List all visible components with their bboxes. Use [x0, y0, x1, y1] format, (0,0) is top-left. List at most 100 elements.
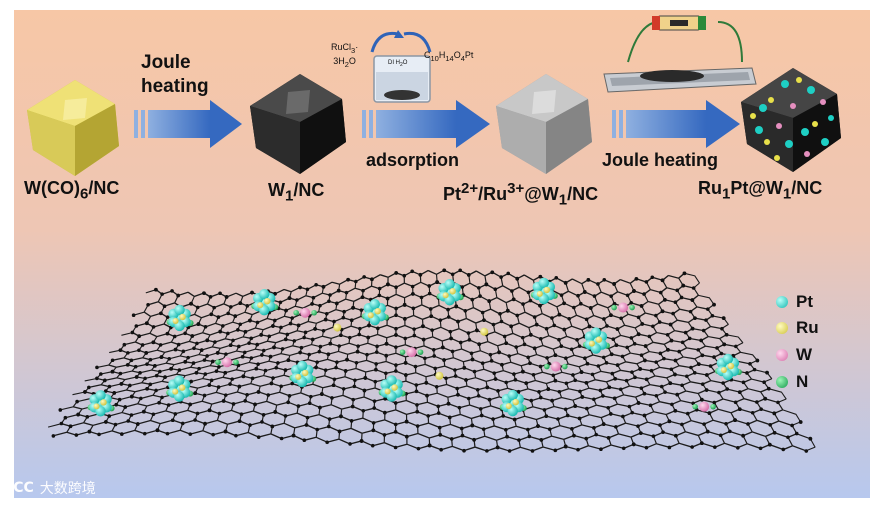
- carbon-atom: [210, 359, 215, 364]
- carbon-atom: [675, 392, 679, 397]
- carbon-atom: [323, 317, 328, 322]
- carbon-atom: [107, 384, 112, 389]
- carbon-atom: [159, 355, 164, 359]
- carbon-atom: [499, 319, 504, 324]
- carbon-atom: [99, 372, 103, 376]
- carbon-atom: [638, 367, 642, 371]
- carbon-atom: [759, 407, 763, 411]
- carbon-atom: [660, 309, 665, 313]
- carbon-atom: [375, 344, 379, 349]
- carbon-atom: [372, 406, 377, 410]
- carbon-atom: [114, 402, 119, 407]
- ru-atom: [720, 366, 727, 373]
- carbon-atom: [470, 357, 475, 362]
- carbon-atom: [393, 430, 398, 434]
- carbon-atom: [538, 336, 543, 341]
- carbon-atom: [271, 376, 275, 380]
- carbon-atom: [273, 409, 278, 414]
- carbon-atom: [129, 413, 134, 417]
- n-atom: [417, 349, 424, 355]
- carbon-atom: [403, 336, 408, 341]
- carbon-atom: [186, 355, 190, 360]
- carbon-atom: [173, 347, 178, 352]
- carbon-atom: [410, 269, 414, 274]
- carbon-atom: [211, 432, 215, 437]
- carbon-atom: [524, 381, 528, 385]
- carbon-atom: [563, 444, 568, 449]
- carbon-atom: [348, 442, 352, 446]
- carbon-atom: [255, 320, 260, 325]
- carbon-atom: [594, 432, 598, 437]
- legend-label-n: N: [796, 372, 809, 391]
- carbon-atom: [460, 285, 465, 289]
- carbon-atom: [144, 351, 149, 355]
- carbon-atom: [621, 414, 625, 419]
- carbon-atom: [621, 446, 626, 451]
- carbon-atom: [706, 307, 710, 311]
- carbon-atom: [647, 334, 652, 339]
- carbon-atom: [712, 302, 716, 307]
- carbon-atom: [462, 365, 467, 370]
- carbon-atom: [557, 389, 562, 394]
- carbon-atom: [295, 298, 299, 302]
- n-atom: [611, 304, 617, 311]
- carbon-atom: [456, 392, 460, 397]
- carbon-atom: [673, 300, 678, 304]
- carbon-atom: [195, 305, 200, 310]
- carbon-atom: [538, 395, 543, 400]
- carbon-atom: [421, 337, 426, 342]
- carbon-atom: [126, 419, 131, 423]
- carbon-atom: [287, 296, 292, 300]
- carbon-atom: [63, 415, 68, 420]
- carbon-atom: [279, 384, 283, 389]
- pt-atom: [259, 288, 270, 300]
- carbon-atom: [642, 292, 646, 296]
- carbon-atom: [620, 354, 625, 359]
- carbon-atom: [419, 295, 424, 300]
- carbon-atom: [643, 358, 647, 363]
- carbon-atom: [790, 423, 794, 428]
- carbon-atom: [721, 381, 725, 385]
- carbon-atom: [639, 304, 644, 308]
- carbon-atom: [722, 342, 726, 347]
- carbon-atom: [194, 370, 199, 375]
- carbon-atom: [139, 396, 143, 401]
- carbon-atom: [601, 422, 606, 426]
- carbon-atom: [321, 284, 326, 289]
- legend-item-n: N: [776, 372, 808, 392]
- carbon-atom: [130, 330, 135, 335]
- carbon-atom: [625, 345, 629, 350]
- carbon-atom: [83, 390, 87, 394]
- carbon-atom: [585, 406, 589, 411]
- carbon-atom: [272, 345, 276, 350]
- beaker-content: DI H2O: [388, 60, 408, 69]
- carbon-atom: [218, 329, 222, 334]
- carbon-atom: [488, 352, 493, 357]
- carbon-atom: [279, 436, 284, 441]
- arrow-label-heating: heating: [141, 76, 209, 97]
- carbon-atom: [707, 411, 712, 415]
- carbon-atom: [715, 346, 719, 350]
- carbon-atom: [332, 319, 336, 324]
- legend-label-pt: Pt: [796, 292, 813, 311]
- carbon-atom: [632, 341, 637, 346]
- carbon-atom: [504, 427, 508, 432]
- carbon-atom: [542, 408, 547, 412]
- carbon-atom: [794, 431, 799, 436]
- carbon-atom: [650, 275, 655, 280]
- carbon-atom: [504, 341, 508, 346]
- carbon-atom: [431, 347, 436, 352]
- carbon-atom: [318, 405, 322, 410]
- carbon-atom: [435, 280, 439, 284]
- carbon-atom: [280, 347, 285, 351]
- carbon-atom: [113, 422, 118, 427]
- carbon-atom: [87, 385, 91, 390]
- carbon-atom: [550, 316, 554, 320]
- carbon-atom: [160, 395, 164, 400]
- carbon-atom: [719, 351, 724, 356]
- carbon-atom: [576, 447, 580, 452]
- ru-atom: [367, 312, 374, 319]
- carbon-atom: [310, 337, 315, 342]
- ru-atom: [179, 384, 186, 391]
